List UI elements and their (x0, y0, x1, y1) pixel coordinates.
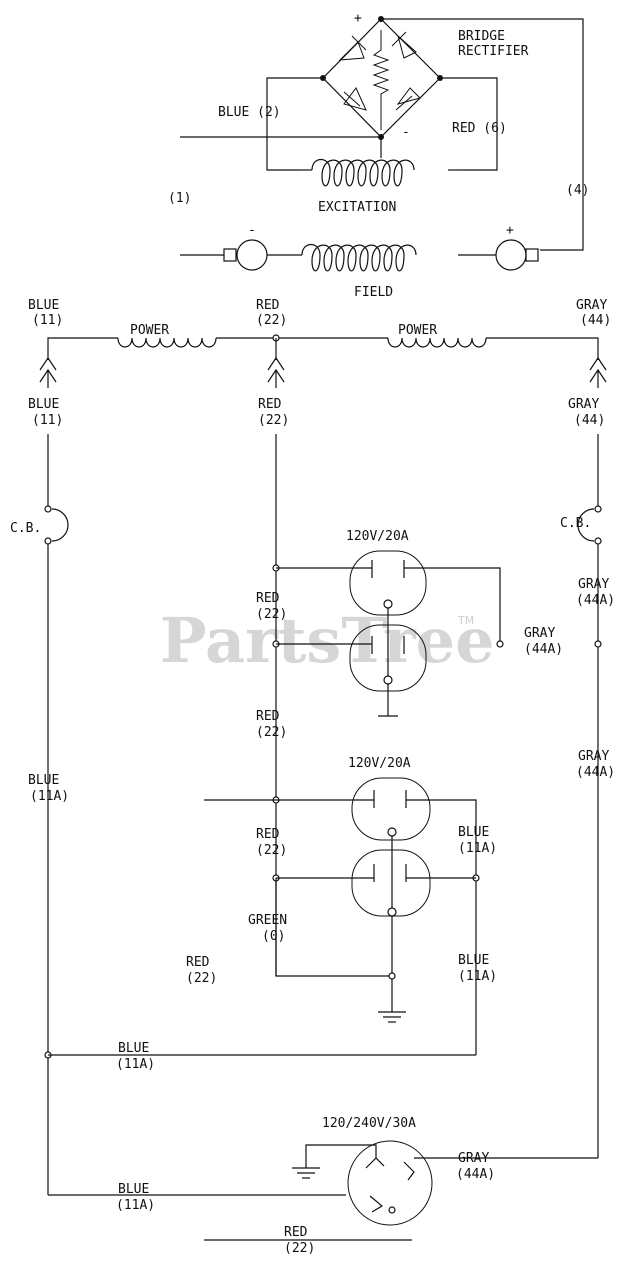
green-0-a: GREEN (248, 913, 287, 928)
wire-green-0 (275, 878, 392, 977)
red-22-d1: RED (186, 955, 210, 970)
wire-1-label: (1) (168, 191, 191, 206)
gray-44-conn-b: (44) (574, 413, 605, 428)
field-plus-label: + (506, 223, 514, 238)
diode-upper-left (338, 35, 367, 61)
blue-11a-b1: BLUE (118, 1041, 149, 1056)
blue-11a-o4: (11A) (458, 969, 497, 984)
red-22-conn-a: RED (258, 397, 282, 412)
blue-11-top-a: BLUE (28, 298, 59, 313)
circuit-breaker-left (44, 505, 69, 545)
red-22-e2: (22) (284, 1241, 315, 1256)
cb-right-label: C.B. (560, 516, 591, 531)
ground-icon-30a (292, 1167, 320, 1179)
excitation-label: EXCITATION (318, 200, 396, 215)
connector-gray (589, 356, 607, 388)
power-winding-left (117, 337, 217, 348)
bridge-plus-label: + (354, 11, 362, 26)
blue-11-top-b: (11) (32, 313, 63, 328)
blue-11a-b2: (11A) (116, 1057, 155, 1072)
red-22-b1: RED (256, 709, 280, 724)
power-right-label: POWER (398, 323, 437, 338)
blue-2-label: BLUE (2) (218, 105, 281, 120)
wire-gray-44-top (486, 337, 599, 360)
blue-11a-c2: (11A) (116, 1198, 155, 1213)
diode-upper-right (391, 31, 417, 59)
bridge-rectifier (320, 16, 443, 140)
blue-11a-c1: BLUE (118, 1182, 149, 1197)
blue-11a-left-b: (11A) (30, 789, 69, 804)
watermark-tm: TM (457, 614, 474, 627)
gray-44a-right-a: GRAY (578, 577, 609, 592)
gray-44-top-a: GRAY (576, 298, 607, 313)
bridge-label-2: RECTIFIER (458, 44, 529, 59)
wire-4-label: (4) (566, 183, 589, 198)
gray-44a-b1: GRAY (458, 1151, 489, 1166)
bridge-minus-label: - (402, 125, 410, 140)
red-22-c1: RED (256, 827, 280, 842)
blue-11a-o2: (11A) (458, 841, 497, 856)
diode-lower-left (343, 87, 367, 111)
connector-red (267, 356, 285, 388)
watermark: PartsTree (160, 604, 495, 677)
power-left-label: POWER (130, 323, 169, 338)
twist-lock-outlet (347, 1140, 433, 1226)
red-22-c2: (22) (256, 843, 287, 858)
connector-blue (39, 356, 57, 388)
wire-blue-2 (266, 77, 323, 171)
blue-11-conn-a: BLUE (28, 397, 59, 412)
red-22-a2: (22) (256, 607, 287, 622)
wire-gray-outlet1-top (404, 567, 501, 644)
gray-44a-l2: (44A) (524, 642, 563, 657)
wire-ground-30a (305, 1144, 377, 1168)
red-22-a1: RED (256, 591, 280, 606)
excitation-coil (300, 158, 462, 187)
gray-44a-b2: (44A) (456, 1167, 495, 1182)
bridge-label-1: BRIDGE (458, 29, 505, 44)
gray-44-conn-a: GRAY (568, 397, 599, 412)
circuit-breaker-right (577, 505, 602, 545)
red-6-label: RED (6) (452, 121, 507, 136)
blue-11-conn-b: (11) (32, 413, 63, 428)
green-0-b: (0) (262, 929, 285, 944)
wire-blue-outlet2 (406, 799, 477, 1055)
red-22-top-a: RED (256, 298, 280, 313)
red-22-b2: (22) (256, 725, 287, 740)
wire-4 (381, 18, 584, 251)
red-22-conn-b: (22) (258, 413, 289, 428)
gray-44-top-b: (44) (580, 313, 611, 328)
ground-icon (378, 1011, 406, 1023)
outlet2-rating: 120V/20A (348, 756, 411, 771)
field-coil (180, 239, 539, 272)
outlet1-rating: 120V/20A (346, 529, 409, 544)
gray-44a-right-b: (44A) (576, 593, 615, 608)
blue-11a-o3: BLUE (458, 953, 489, 968)
red-22-d2: (22) (186, 971, 217, 986)
field-label: FIELD (354, 285, 393, 300)
wire-red-6 (440, 77, 498, 171)
cb-left-label: C.B. (10, 521, 41, 536)
wire-blue-11-top (47, 337, 118, 360)
outlet-2-duplex (351, 777, 431, 917)
red-22-top-b: (22) (256, 313, 287, 328)
gray-44a-mid-a: GRAY (578, 749, 609, 764)
red-22-e1: RED (284, 1225, 308, 1240)
power-winding-right (387, 337, 487, 348)
diode-lower-right (395, 87, 421, 111)
gray-44a-l1: GRAY (524, 626, 555, 641)
blue-11a-left-a: BLUE (28, 773, 59, 788)
internal-resistor (372, 30, 390, 130)
blue-11a-o1: BLUE (458, 825, 489, 840)
outlet3-rating: 120/240V/30A (322, 1116, 416, 1131)
field-minus-label: - (248, 223, 256, 238)
gray-44a-mid-b: (44A) (576, 765, 615, 780)
